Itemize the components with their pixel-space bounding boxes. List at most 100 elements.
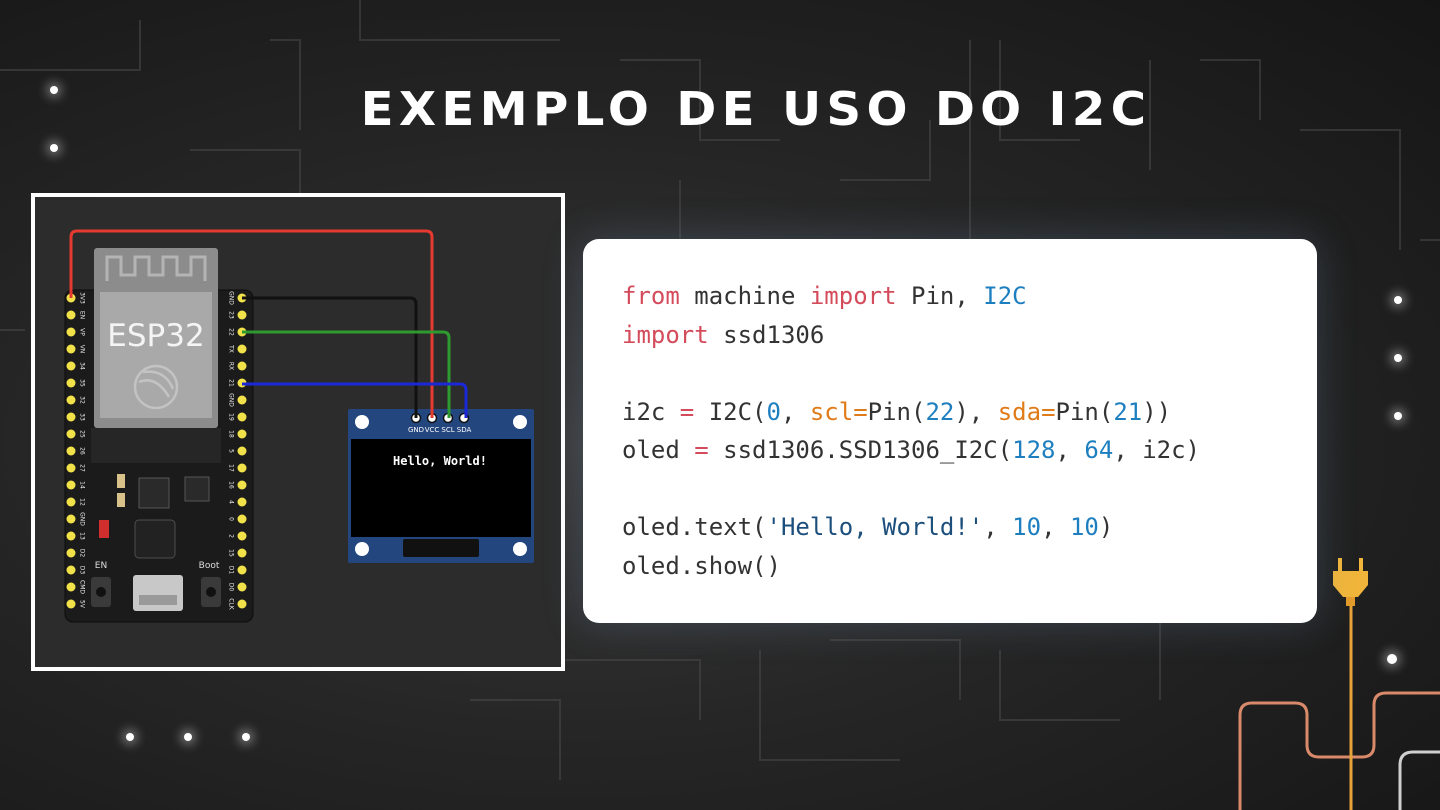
pin-hole: [66, 378, 76, 388]
pin-label: VN: [79, 345, 86, 354]
oled-display-text: Hello, World!: [393, 454, 487, 468]
pin-hole: [237, 361, 247, 371]
plug-icon: [1333, 558, 1368, 606]
pin-label: VP: [79, 328, 86, 336]
chip-area: [91, 428, 221, 463]
pin-hole: [66, 344, 76, 354]
pin-label: TX: [228, 344, 235, 353]
code-token: import: [809, 282, 897, 310]
pin-hole: [66, 310, 76, 320]
pin-label: 35: [79, 379, 86, 387]
pin-hole: [237, 599, 247, 609]
pin-hole: [237, 497, 247, 507]
pin-hole: [66, 446, 76, 456]
espressif-logo-icon: [133, 364, 179, 410]
code-token: I2C: [983, 282, 1027, 310]
pin-label: 18: [228, 430, 235, 438]
pin-label: 15: [228, 549, 235, 557]
pin-hole: [237, 310, 247, 320]
antenna-trace: [105, 255, 207, 281]
pin-hole: [66, 497, 76, 507]
glow-dot: [1394, 412, 1402, 420]
pin-label: CLK: [228, 598, 235, 611]
pin-hole: [66, 480, 76, 490]
pin-hole: [66, 514, 76, 524]
code-token: 22: [925, 397, 955, 426]
code-block: from machine import Pin, I2C import ssd1…: [622, 277, 1200, 585]
pin-hole: [66, 361, 76, 371]
code-line: oled = ssd1306.SSD1306_I2C(128, 64, i2c): [622, 436, 1201, 464]
code-line: oled.show(): [622, 551, 781, 580]
pin-label: 27: [79, 464, 86, 472]
pin-hole: [66, 531, 76, 541]
pin-hole: [237, 344, 247, 354]
left-pin-header: 3V3ENVPVN343532332526271412GND13D2D3CMD5…: [66, 292, 86, 609]
glow-dot: [1394, 296, 1402, 304]
esp32-shield: [100, 292, 212, 418]
pin-hole: [66, 395, 76, 405]
code-line: i2c = I2C(0, scl=Pin(22), sda=Pin(21)): [622, 397, 1172, 426]
pin-hole: [237, 446, 247, 456]
pin-label: 17: [228, 464, 235, 472]
boot-button-label: Boot: [199, 561, 220, 571]
pin-hole: [237, 480, 247, 490]
pin-hole: [237, 429, 247, 439]
pin-label: 16: [228, 481, 235, 489]
wire-vcc: [69, 229, 434, 418]
glow-dot: [1394, 354, 1402, 362]
code-token: from: [622, 282, 680, 310]
pin-label: 5: [228, 449, 235, 453]
pin-label: GND: [79, 512, 86, 526]
power-led: [99, 520, 109, 538]
oled-pin-label: SCL: [441, 426, 454, 434]
pin-hole: [66, 463, 76, 473]
code-token: 10: [1069, 513, 1099, 541]
pin-hole: [66, 599, 76, 609]
pin-label: 12: [79, 498, 86, 506]
wiring-diagram: ESP32 EN Boot 3V3ENVPVN34353233252627141…: [64, 229, 534, 623]
pin-label: 23: [228, 311, 235, 319]
pin-hole: [237, 463, 247, 473]
pin-label: 5V: [79, 600, 86, 609]
code-line: oled.text('Hello, World!', 10, 10): [622, 513, 1114, 541]
code-token: 0: [766, 397, 781, 426]
pin-label: 3V3: [79, 292, 86, 304]
pin-label: D0: [228, 583, 235, 592]
pin-label: CMD: [79, 580, 86, 594]
pin-hole: [66, 412, 76, 422]
board-label: ESP32: [107, 318, 204, 354]
pin-label: GND: [228, 393, 235, 407]
code-operator: =: [679, 397, 695, 426]
pin-hole: [237, 395, 247, 405]
code-card: from machine import Pin, I2C import ssd1…: [583, 239, 1317, 623]
glow-dot: [1387, 654, 1397, 664]
pin-label: 21: [228, 379, 235, 387]
code-token: 64: [1084, 436, 1114, 464]
pin-label: D3: [79, 566, 86, 575]
wire-scl: [242, 330, 451, 418]
code-token: 21: [1113, 397, 1143, 426]
pin-label: 22: [228, 328, 235, 336]
pin-label: 2: [228, 534, 235, 538]
pin-label: 0: [228, 517, 235, 521]
pin-label: 14: [79, 481, 86, 489]
wire-gnd: [242, 296, 418, 418]
code-operator: =: [694, 436, 709, 464]
pin-label: D2: [79, 549, 86, 558]
code-token: 128: [1012, 436, 1056, 464]
pin-hole: [66, 548, 76, 558]
pin-label: EN: [79, 311, 86, 319]
pin-hole: [237, 531, 247, 541]
pin-hole: [66, 565, 76, 575]
pin-label: 34: [79, 362, 86, 370]
pin-label: D1: [228, 566, 235, 575]
pin-label: 13: [79, 532, 86, 540]
pin-label: 4: [228, 500, 235, 504]
glow-dot: [242, 733, 250, 741]
usb-port: [133, 575, 183, 611]
pin-label: 26: [79, 447, 86, 455]
glow-dot: [126, 733, 134, 741]
